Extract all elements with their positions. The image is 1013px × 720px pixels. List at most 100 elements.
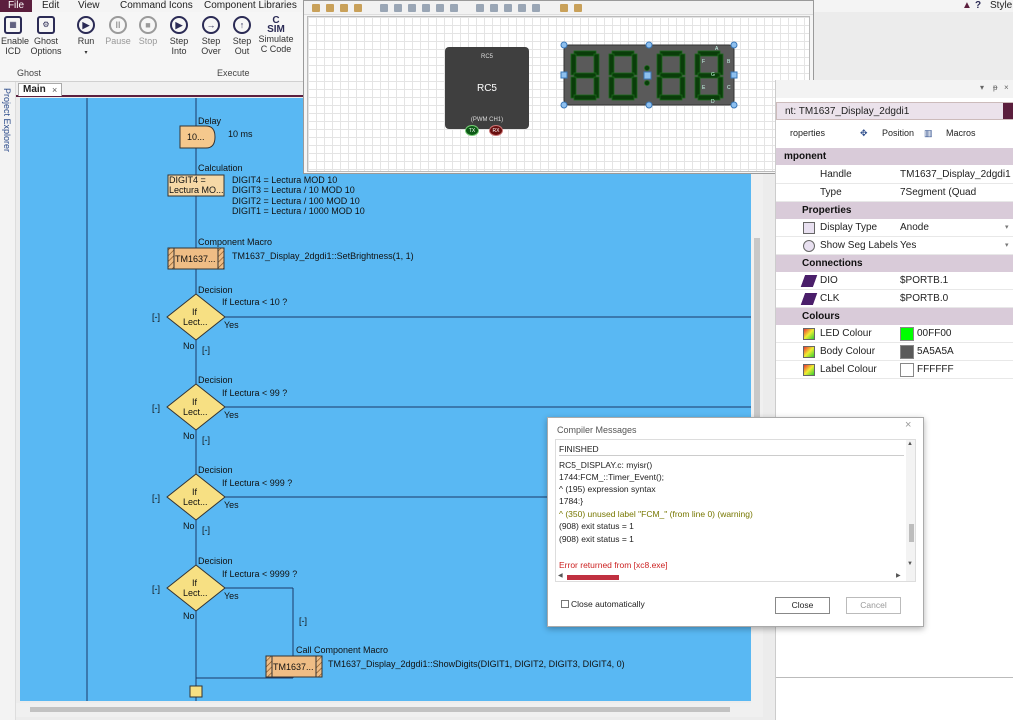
property-value[interactable]: 5A5A5A xyxy=(917,346,954,357)
help-icon[interactable]: ? xyxy=(975,0,982,11)
macro1-box-text[interactable]: TM1637... xyxy=(175,254,216,264)
decision4-collapse-left[interactable]: [-] xyxy=(152,584,160,594)
decision2-if[interactable]: If xyxy=(192,397,198,407)
property-value[interactable]: Anode xyxy=(900,222,929,233)
align-icon[interactable] xyxy=(340,4,348,12)
cancel-button[interactable]: Cancel xyxy=(846,597,901,614)
step-over-button[interactable]: → Step Over xyxy=(198,16,224,56)
decision2-collapse-left[interactable]: [-] xyxy=(152,403,160,413)
property-value[interactable]: TM1637_Display_2dgdi1 xyxy=(900,169,1011,180)
menu-file[interactable]: File xyxy=(0,0,32,12)
close-icon[interactable]: × xyxy=(52,85,58,95)
grid-icon[interactable] xyxy=(504,4,512,12)
chevron-down-icon[interactable]: ▼ xyxy=(907,561,913,567)
decision1-if[interactable]: If xyxy=(192,307,198,317)
section-component[interactable]: mponent xyxy=(776,148,1013,165)
colour-swatch[interactable] xyxy=(900,327,914,341)
panel-grid[interactable]: RC5 RC5 (PWM CH1) TX RX A F G B E C D xyxy=(307,16,810,172)
tab-main[interactable]: Main × xyxy=(18,83,62,96)
align-icon[interactable] xyxy=(354,4,362,12)
distribute-icon[interactable] xyxy=(408,4,416,12)
component-selector[interactable]: nt: TM1637_Display_2dgdi1 xyxy=(776,102,1013,120)
delay-box-text[interactable]: 10... xyxy=(187,132,205,142)
property-value[interactable]: Yes xyxy=(900,240,917,251)
project-explorer-tab[interactable]: Project Explorer xyxy=(2,88,12,153)
rx-pin[interactable]: RX xyxy=(489,125,503,136)
grid-icon[interactable] xyxy=(476,4,484,12)
property-row-clk[interactable]: CLK$PORTB.0 xyxy=(776,290,1013,308)
chevron-right-icon[interactable]: ▶ xyxy=(896,573,901,579)
property-row-dio[interactable]: DIO$PORTB.1 xyxy=(776,272,1013,290)
output-horizontal-scrollbar[interactable]: ◀ ▶ xyxy=(556,572,906,581)
run-button[interactable]: ▶ Run ▾ xyxy=(74,16,98,58)
distribute-icon[interactable] xyxy=(380,4,388,12)
step-into-button[interactable]: ▶ Step Into xyxy=(166,16,192,56)
macro2-box-text[interactable]: TM1637... xyxy=(273,662,314,672)
distribute-icon[interactable] xyxy=(436,4,444,12)
flowchart-canvas[interactable]: Delay 10... 10 ms Calculation DIGIT4 = L… xyxy=(20,98,751,701)
grid-icon[interactable] xyxy=(518,4,526,12)
chevron-down-icon[interactable]: ▾ xyxy=(1005,224,1009,231)
step-out-button[interactable]: ↑ Step Out xyxy=(229,16,255,56)
flowchart-horizontal-scrollbar[interactable] xyxy=(16,703,763,717)
decision3-lect[interactable]: Lect... xyxy=(183,497,208,507)
colour-swatch[interactable] xyxy=(900,363,914,377)
close-icon[interactable]: × xyxy=(905,419,912,431)
decision2-collapse-no[interactable]: [-] xyxy=(202,435,210,445)
rc5-component[interactable]: RC5 RC5 (PWM CH1) TX RX xyxy=(445,47,529,136)
decision1-lect[interactable]: Lect... xyxy=(183,317,208,327)
decision1-collapse-left[interactable]: [-] xyxy=(152,312,160,322)
close-automatically-checkbox[interactable]: Close automatically xyxy=(561,599,645,609)
enable-icd-button[interactable]: ▦ Enable ICD xyxy=(1,16,29,56)
ghost-options-button[interactable]: ⚙ Ghost Options xyxy=(30,16,62,56)
decision2-lect[interactable]: Lect... xyxy=(183,407,208,417)
menu-component-libraries[interactable]: Component Libraries xyxy=(204,0,297,11)
align-icon[interactable] xyxy=(326,4,334,12)
align-icon[interactable] xyxy=(312,4,320,12)
decision4-collapse-yes[interactable]: [-] xyxy=(299,616,307,626)
vertical-scroll-thumb[interactable] xyxy=(754,238,760,418)
menu-command-icons[interactable]: Command Icons xyxy=(120,0,193,11)
tab-macros[interactable]: Macros xyxy=(946,128,976,138)
distribute-icon[interactable] xyxy=(394,4,402,12)
pin-icon[interactable]: ᵽ xyxy=(993,83,998,92)
close-icon[interactable]: × xyxy=(1004,83,1009,92)
colour-swatch[interactable] xyxy=(900,345,914,359)
property-value[interactable]: $PORTB.1 xyxy=(900,275,949,286)
decision4-if[interactable]: If xyxy=(192,578,198,588)
checkbox-box[interactable] xyxy=(561,600,569,608)
stop-button[interactable]: ■ Stop xyxy=(136,16,160,46)
distribute-icon[interactable] xyxy=(422,4,430,12)
grid-icon[interactable] xyxy=(532,4,540,12)
dropdown-icon[interactable]: ▾ xyxy=(980,83,985,92)
decision3-collapse-left[interactable]: [-] xyxy=(152,493,160,503)
chevron-left-icon[interactable]: ◀ xyxy=(558,573,563,579)
layer-icon[interactable] xyxy=(574,4,582,12)
decision4-lect[interactable]: Lect... xyxy=(183,588,208,598)
calc-box-line-2[interactable]: Lectura MO... xyxy=(169,185,224,195)
chevron-up-icon[interactable]: ▲ xyxy=(907,441,913,447)
property-value[interactable]: $PORTB.0 xyxy=(900,293,949,304)
output-vertical-scrollbar[interactable]: ▲ ▼ xyxy=(906,440,915,581)
tab-position[interactable]: Position xyxy=(882,128,915,138)
grid-icon[interactable] xyxy=(490,4,498,12)
horizontal-scroll-thumb[interactable] xyxy=(30,707,730,712)
tab-properties[interactable]: roperties xyxy=(790,128,826,138)
property-value[interactable]: 00FF00 xyxy=(917,328,952,339)
section-properties[interactable]: Properties xyxy=(776,202,1013,219)
layer-icon[interactable] xyxy=(560,4,568,12)
chevron-down-icon[interactable]: ▾ xyxy=(1005,242,1009,249)
property-value[interactable]: FFFFFF xyxy=(917,364,954,375)
distribute-icon[interactable] xyxy=(450,4,458,12)
chevron-up-icon[interactable]: ▲ xyxy=(962,0,972,11)
decision3-if[interactable]: If xyxy=(192,487,198,497)
close-button[interactable]: Close xyxy=(775,597,830,614)
decision3-collapse-no[interactable]: [-] xyxy=(202,525,210,535)
